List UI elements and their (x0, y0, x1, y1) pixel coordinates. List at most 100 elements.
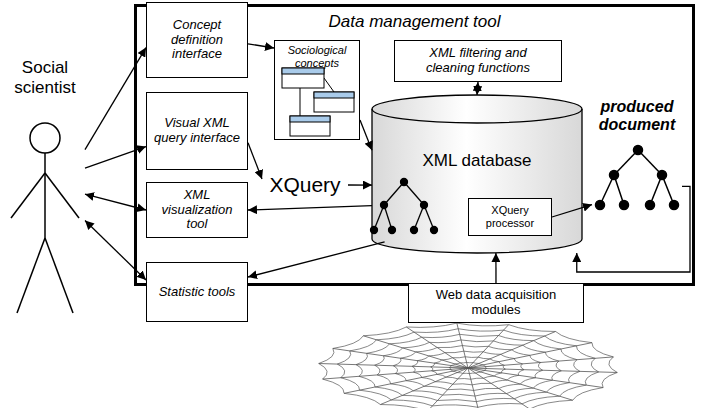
figure-leg (17, 238, 45, 313)
frame-title: Data management tool (329, 12, 501, 32)
flow-arrow (577, 186, 690, 272)
flow-arrow (85, 48, 146, 150)
document-label: produced document (592, 98, 682, 228)
tree-icon (596, 146, 679, 210)
interface-box: Visual XML query interface (146, 92, 248, 170)
node-label: Concept definition interface (152, 18, 242, 63)
table-icon (282, 68, 324, 88)
relation-line (324, 78, 334, 92)
tree-branch (600, 175, 614, 205)
tree-branch (638, 150, 662, 175)
node-label: XQuery (269, 173, 340, 197)
tool-box: Statistic tools (146, 262, 248, 322)
flow-arrow (85, 147, 146, 168)
tree-branch (650, 175, 662, 205)
flow-arrow (248, 44, 274, 48)
tree-node (658, 171, 667, 180)
relation-line (300, 88, 301, 116)
web-spoke (468, 357, 613, 368)
tree-node (634, 146, 643, 155)
actor-figure: Social scientist (5, 58, 85, 320)
web-spoke (468, 368, 530, 408)
cylinder-rim (372, 109, 582, 123)
web-spoke (406, 327, 468, 368)
table-icon (290, 116, 330, 136)
node-label: Web data acquisition modules (415, 288, 577, 318)
figure-arm (45, 173, 79, 218)
table-header (282, 68, 324, 74)
cylinder-body (372, 95, 582, 253)
tree-node (421, 202, 428, 209)
flow-arrow (248, 206, 372, 210)
tool-box: XML visualization tool (146, 182, 248, 238)
function-box: XML filtering and cleaning functions (394, 40, 562, 82)
stick-figure (11, 123, 79, 313)
node-label: produced document (592, 98, 682, 135)
web-spoke (333, 348, 468, 368)
tree-node (610, 171, 619, 180)
web-spoke (468, 368, 617, 372)
tree-node (381, 202, 388, 209)
flow-arrow (477, 82, 478, 95)
node-label: Social scientist (5, 58, 85, 97)
web-spoke (468, 368, 479, 408)
tree-branch (424, 205, 434, 230)
web-spoke (457, 323, 468, 368)
web-spoke (344, 368, 468, 393)
web-thread (431, 357, 506, 379)
tree-branch (614, 175, 624, 205)
figure-leg (45, 238, 73, 313)
web-spoke (468, 343, 592, 368)
web-thread (337, 329, 598, 408)
flow-arrow (495, 253, 496, 283)
node-label: XML filtering and cleaning functions (409, 46, 547, 76)
flow-arrow (248, 242, 385, 277)
tree-branch (384, 205, 392, 230)
tree-node (371, 227, 378, 234)
flow-arrow (85, 194, 146, 210)
spider-web (319, 323, 618, 408)
flow-arrow (85, 220, 146, 280)
tree-branch (662, 175, 674, 205)
tree-node (670, 201, 679, 210)
tree-node (596, 201, 605, 210)
interface-box: Concept definition interface (146, 2, 248, 78)
figure-body (44, 153, 46, 238)
web-thread (319, 323, 618, 408)
web-spoke (468, 331, 556, 368)
flow-arrow (248, 143, 262, 179)
tree-branch (414, 205, 424, 230)
flow-arrow (552, 205, 592, 217)
tree-icon (371, 179, 438, 234)
web-thread (356, 334, 580, 401)
web-spoke (468, 368, 573, 400)
table-icon (314, 92, 354, 112)
tree-node (620, 201, 629, 210)
tree-branch (404, 182, 424, 205)
tree-node (646, 201, 655, 210)
web-thread (393, 346, 542, 391)
query-label: XQuery (262, 170, 348, 200)
web-spoke (323, 368, 468, 379)
web-thread (449, 362, 486, 373)
concept-box: Sociological concepts (274, 40, 360, 140)
node-label: Statistic tools (159, 285, 236, 300)
flow-arrow (348, 184, 372, 185)
tree-node (431, 227, 438, 234)
database-cylinder: XML databaseXQuery processor (372, 95, 582, 253)
web-spoke (427, 368, 468, 408)
table-icons (282, 68, 354, 136)
web-spoke (363, 336, 468, 368)
web-spoke (380, 368, 468, 405)
figure-arm (11, 173, 45, 218)
figure-head (30, 123, 60, 153)
tree-branch (614, 150, 638, 175)
web-thread (375, 340, 562, 396)
web-spoke (468, 368, 603, 388)
web-spoke (468, 325, 509, 368)
flow-arrow (360, 120, 372, 150)
node-label: XML database (423, 151, 532, 171)
